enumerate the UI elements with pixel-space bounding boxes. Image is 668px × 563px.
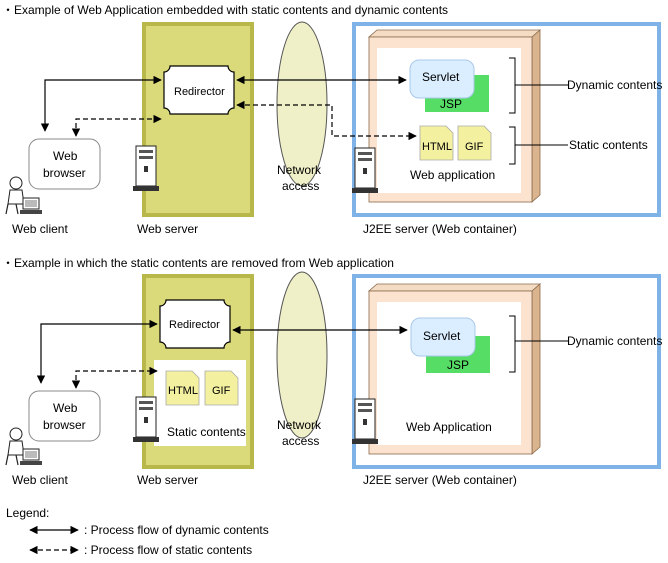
j2ee-server-label-2: J2EE server (Web container) <box>363 473 517 487</box>
network-access-label-2b: access <box>282 434 319 448</box>
j2ee-server-label-1: J2EE server (Web container) <box>363 222 517 236</box>
jsp-label-1: JSP <box>440 97 462 111</box>
section2-title: ・Example in which the static contents ar… <box>2 256 394 270</box>
jsp-label-2: JSP <box>447 358 469 372</box>
web-server-icon-2 <box>132 396 160 443</box>
dynamic-flow-client-redirector-2 <box>36 319 158 384</box>
html-doc-2: HTML <box>165 370 200 406</box>
dynamic-brace-2 <box>509 315 568 373</box>
network-access-label-2a: Network <box>277 418 322 432</box>
network-access-label-1b: access <box>282 179 319 193</box>
static-flow-redirector-docs-1 <box>236 100 417 141</box>
static-flow-client-redirector-1 <box>71 114 162 137</box>
web-application-label-1: Web application <box>410 168 495 182</box>
web-server-box-1 <box>142 22 254 217</box>
web-server-label-1: Web server <box>137 222 198 236</box>
gif-label-2: GIF <box>212 385 231 397</box>
web-browser-label-2b: browser <box>43 418 86 432</box>
servlet-label-1: Servlet <box>422 70 460 84</box>
redirector-box-2 <box>159 299 231 349</box>
network-ellipse-2 <box>276 271 328 439</box>
web-browser-box-2 <box>28 390 101 442</box>
legend-title: Legend: <box>6 506 49 520</box>
gif-label-1: GIF <box>465 141 484 153</box>
html-doc-1: HTML <box>419 125 454 161</box>
static-flow-client-static-2 <box>71 366 158 389</box>
web-browser-label-1b: browser <box>43 166 86 180</box>
section1-title: ・Example of Web Application embedded wit… <box>2 3 448 17</box>
web-application-label-2: Web Application <box>406 420 492 434</box>
static-contents-label-2: Static contents <box>167 425 246 439</box>
web-browser-label-1a: Web <box>53 149 78 163</box>
gif-doc-2: GIF <box>204 370 239 406</box>
dynamic-flow-client-redirector-1 <box>40 75 162 132</box>
static-brace-1 <box>509 126 568 165</box>
web-client-label-2: Web client <box>12 473 68 487</box>
redirector-box-1 <box>163 65 235 115</box>
network-access-label-1a: Network <box>277 163 322 177</box>
static-contents-label-1: Static contents <box>569 138 648 152</box>
web-server-icon-1 <box>132 145 160 192</box>
dynamic-contents-label-2: Dynamic contents <box>567 334 662 348</box>
legend-static-label: : Process flow of static contents <box>84 543 252 557</box>
servlet-label-2: Servlet <box>423 329 461 343</box>
redirector-label-1: Redirector <box>174 86 225 98</box>
j2ee-server-icon-1 <box>351 147 379 194</box>
html-label-1: HTML <box>422 141 452 153</box>
web-browser-box-1 <box>28 138 101 190</box>
html-label-2: HTML <box>168 385 198 397</box>
web-server-label-2: Web server <box>137 473 198 487</box>
legend-dynamic-label: : Process flow of dynamic contents <box>84 523 269 537</box>
j2ee-server-icon-2 <box>351 398 379 445</box>
gif-doc-1: GIF <box>457 125 492 161</box>
dynamic-brace-1 <box>509 57 568 114</box>
redirector-label-2: Redirector <box>169 319 220 331</box>
dynamic-contents-label-1: Dynamic contents <box>567 78 662 92</box>
servlet-box-1 <box>409 59 475 99</box>
servlet-box-2 <box>410 317 476 357</box>
web-browser-label-2a: Web <box>53 401 78 415</box>
web-client-label-1: Web client <box>12 222 68 236</box>
network-ellipse-1 <box>276 21 328 187</box>
